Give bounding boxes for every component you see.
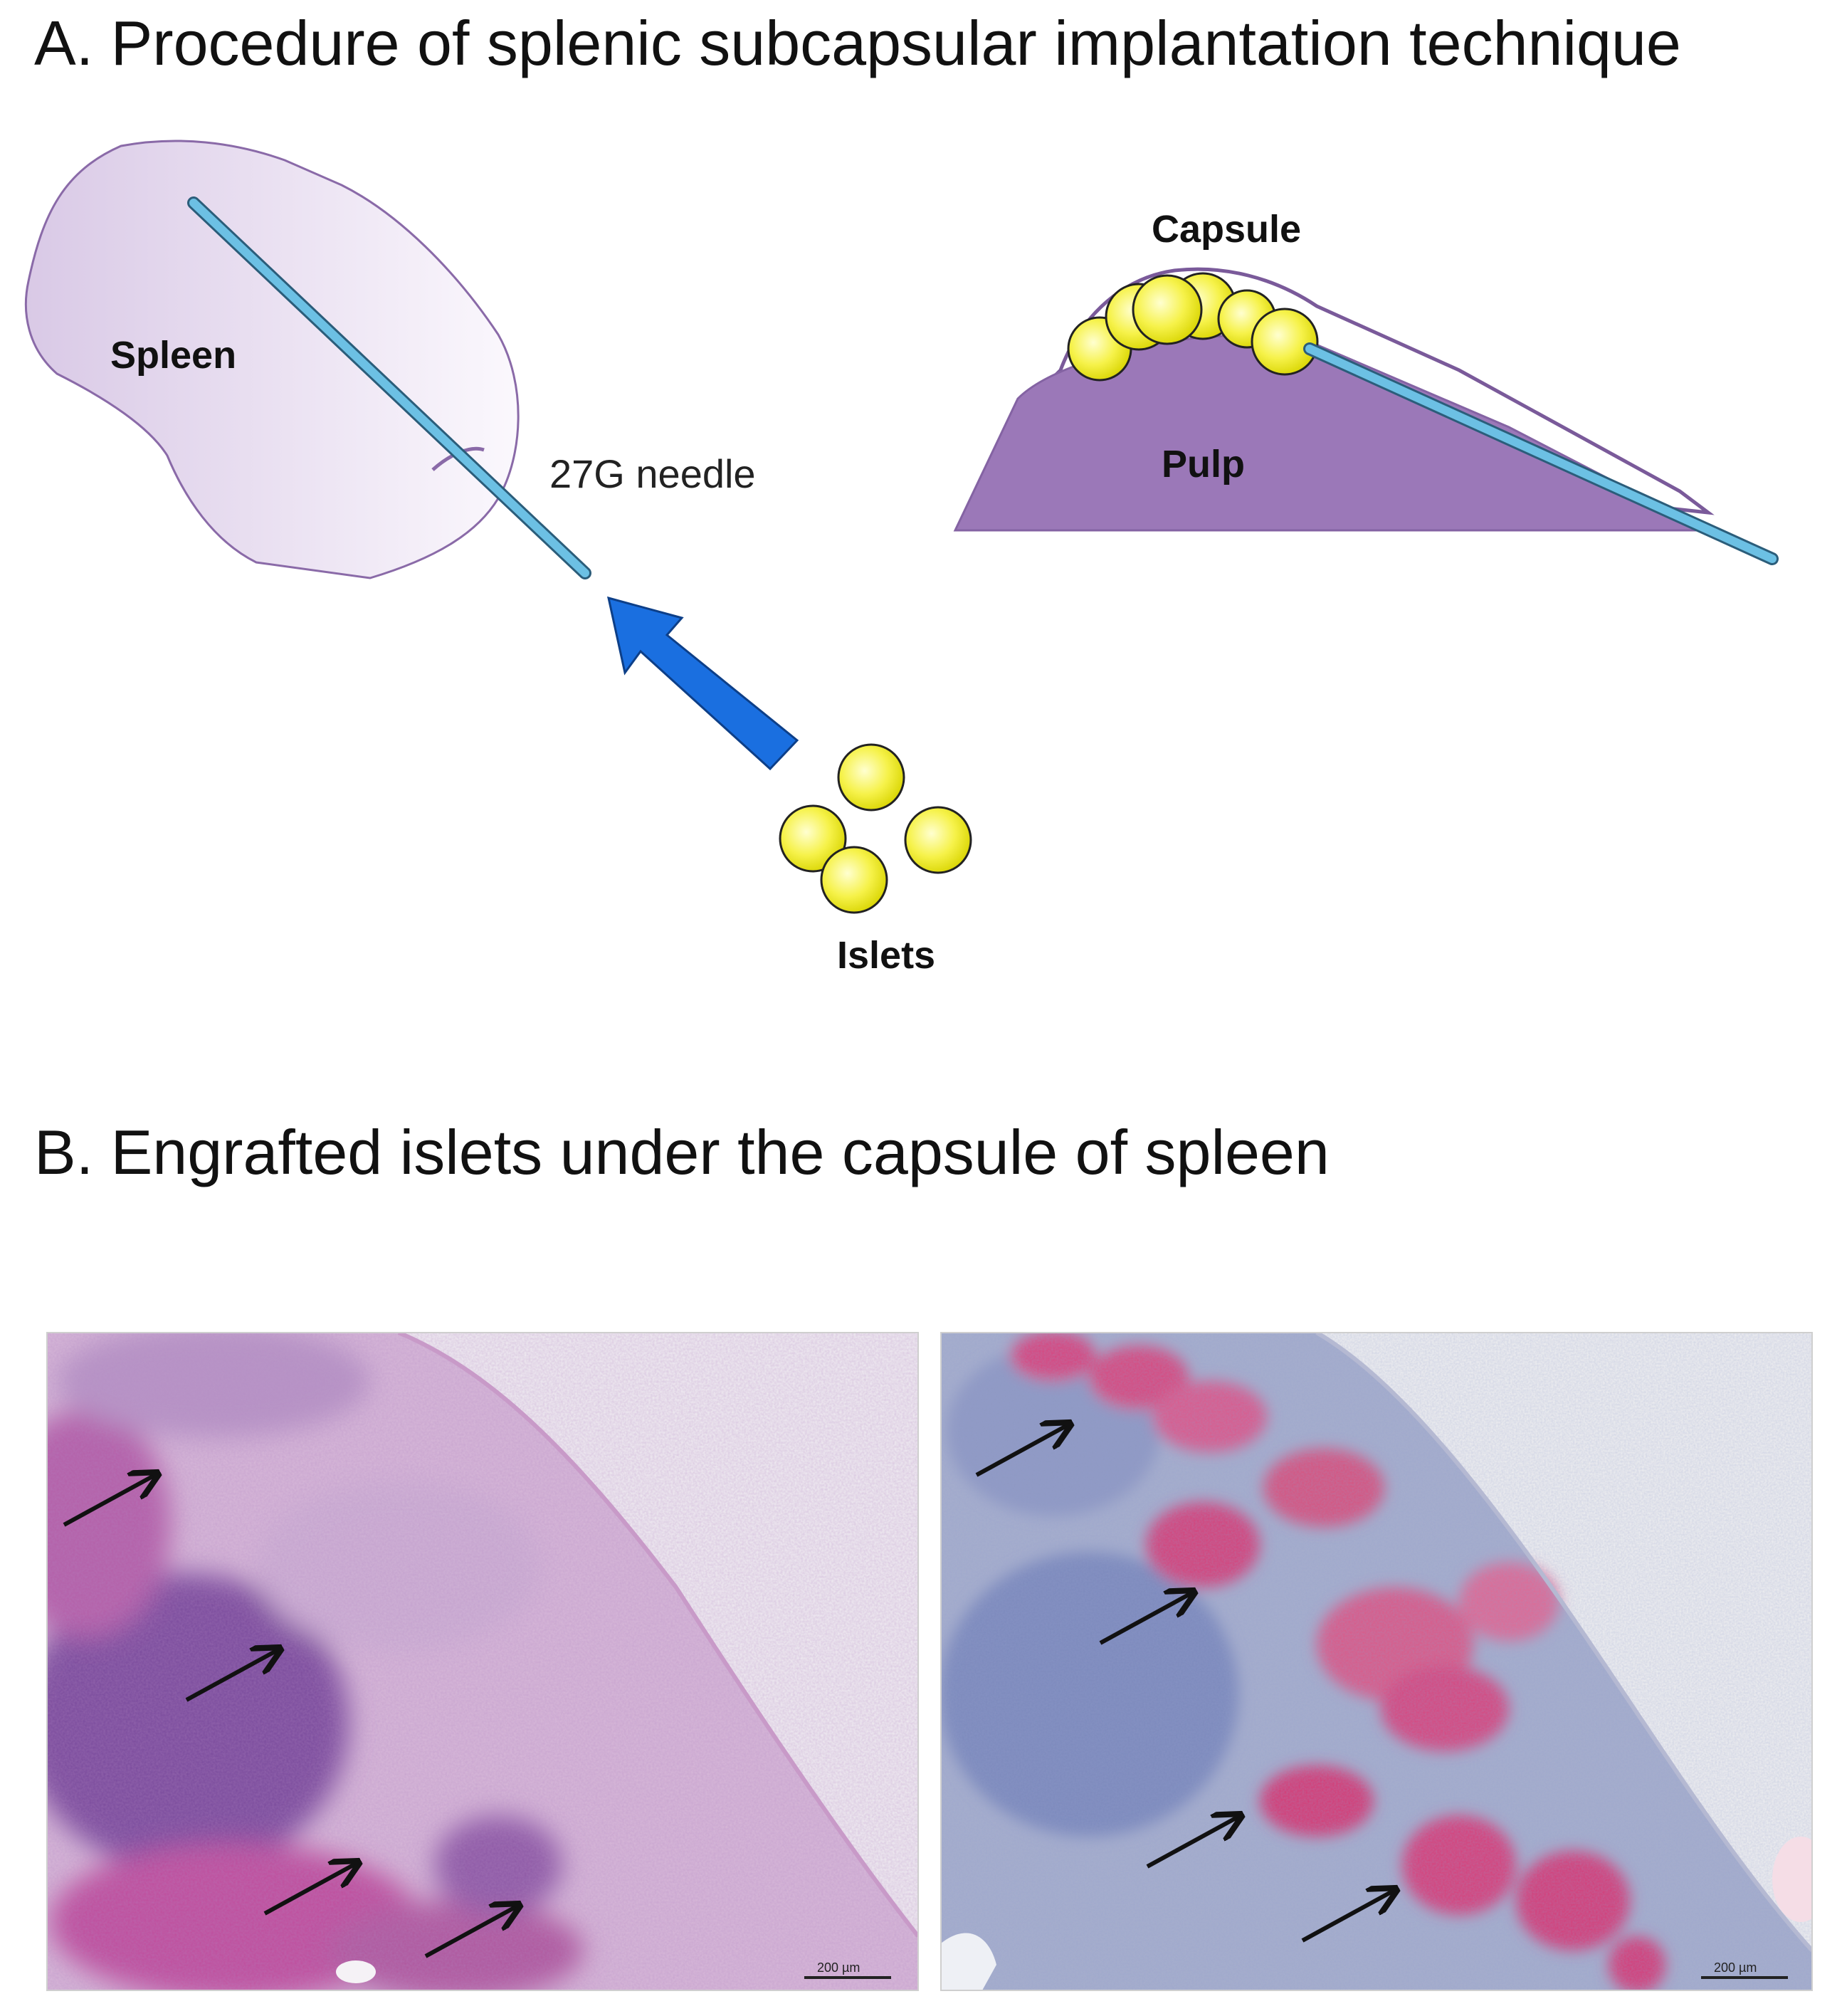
he-stained-micrograph (47, 1333, 918, 1990)
panel-a-title: A. Procedure of splenic subcapsular impl… (34, 8, 1681, 78)
arrow-icon (1099, 1593, 1191, 1645)
islet-pointer-arrows-left (63, 1475, 517, 1958)
arrow-icon (424, 1906, 517, 1958)
islets-cluster: Islets (779, 743, 972, 977)
needle-label: 27G needle (549, 451, 756, 496)
islet-pointer-arrows-right (975, 1425, 1394, 1943)
panel-b-title: B. Engrafted islets under the capsule of… (34, 1117, 1330, 1187)
arrow-icon (63, 1475, 155, 1527)
injection-arrow-icon (607, 596, 799, 771)
scale-bar-right: 200 µm (1701, 1960, 1788, 1979)
islet (837, 743, 905, 812)
cross-section-diagram: Capsule Pulp (953, 208, 1779, 565)
spleen-shape (24, 140, 520, 579)
scale-bar-label: 200 µm (1714, 1960, 1757, 1975)
arrow-icon (263, 1864, 356, 1916)
scale-bar-label: 200 µm (817, 1960, 860, 1975)
islets-label: Islets (837, 934, 935, 977)
pulp-label: Pulp (1162, 443, 1245, 485)
spleen-diagram: Spleen 27G needle (24, 140, 756, 579)
scale-bar-left: 200 µm (804, 1960, 891, 1979)
arrow-icon (1146, 1817, 1238, 1869)
spleen-label: Spleen (110, 334, 236, 377)
insulin-stained-micrograph (941, 1333, 1812, 1990)
arrow-icon (1301, 1891, 1394, 1943)
capsule-label: Capsule (1152, 208, 1301, 251)
islet (820, 846, 888, 914)
arrow-icon (185, 1650, 278, 1702)
arrow-icon (975, 1425, 1068, 1477)
islet (904, 806, 972, 874)
islet (779, 804, 847, 873)
